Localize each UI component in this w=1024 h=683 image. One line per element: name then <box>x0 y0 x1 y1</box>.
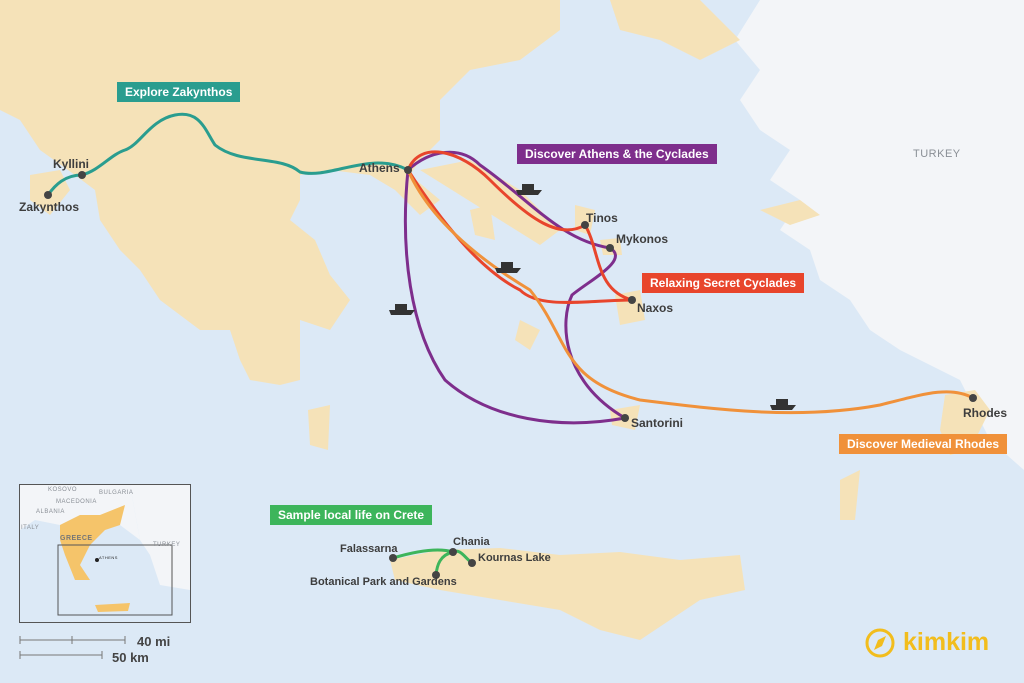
inset-label-athens: ATHENS <box>99 555 118 560</box>
inset-label-greece: GREECE <box>60 535 93 542</box>
place-zakynthos: Zakynthos <box>19 200 80 214</box>
place-markers <box>44 166 977 579</box>
inset-label-turkey: TURKEY <box>153 542 181 548</box>
route-cyclades <box>403 150 630 425</box>
route-label-cyclades[interactable]: Discover Athens & the Cyclades <box>517 144 717 164</box>
scale-miles: 40 mi <box>137 634 171 649</box>
route-label-crete[interactable]: Sample local life on Crete <box>270 505 433 525</box>
place-rhodes: Rhodes <box>963 406 1008 420</box>
route-label-rhodes[interactable]: Discover Medieval Rhodes <box>839 434 1008 454</box>
inset-label-kosovo: KOSOVO <box>48 487 78 493</box>
route-secret <box>406 150 633 304</box>
place-athens: Athens <box>359 161 400 175</box>
route-label-secret-cyclades[interactable]: Relaxing Secret Cyclades <box>642 273 805 293</box>
place-kyllini: Kyllini <box>53 157 90 171</box>
place-botanical-park: Botanical Park and Gardens <box>310 576 457 588</box>
ferry-icon <box>389 184 796 410</box>
route-label-zakynthos[interactable]: Explore Zakynthos <box>117 82 241 102</box>
place-santorini: Santorini <box>631 416 684 430</box>
inset-locator-map: KOSOVO BULGARIA MACEDONIA ALBANIA ITALY … <box>19 484 191 623</box>
inset-label-italy: ITALY <box>21 525 40 531</box>
place-chania: Chania <box>453 536 490 548</box>
country-label-turkey: TURKEY <box>913 148 961 160</box>
inset-label-bulgaria: BULGARIA <box>99 490 134 496</box>
inset-label-macedonia: MACEDONIA <box>56 499 97 505</box>
inset-label-albania: ALBANIA <box>36 509 65 515</box>
route-rhodes <box>406 168 975 415</box>
scale-bar <box>19 636 126 659</box>
place-falassarna: Falassarna <box>340 543 398 555</box>
scale-km: 50 km <box>112 650 149 665</box>
place-kournas-lake: Kournas Lake <box>478 552 551 564</box>
kimkim-logo: kimkim <box>903 628 990 656</box>
place-mykonos: Mykonos <box>616 232 669 246</box>
place-naxos: Naxos <box>637 301 674 315</box>
compass-logo-icon <box>865 628 895 658</box>
place-tinos: Tinos <box>586 211 618 225</box>
turkey-land <box>735 0 1024 470</box>
